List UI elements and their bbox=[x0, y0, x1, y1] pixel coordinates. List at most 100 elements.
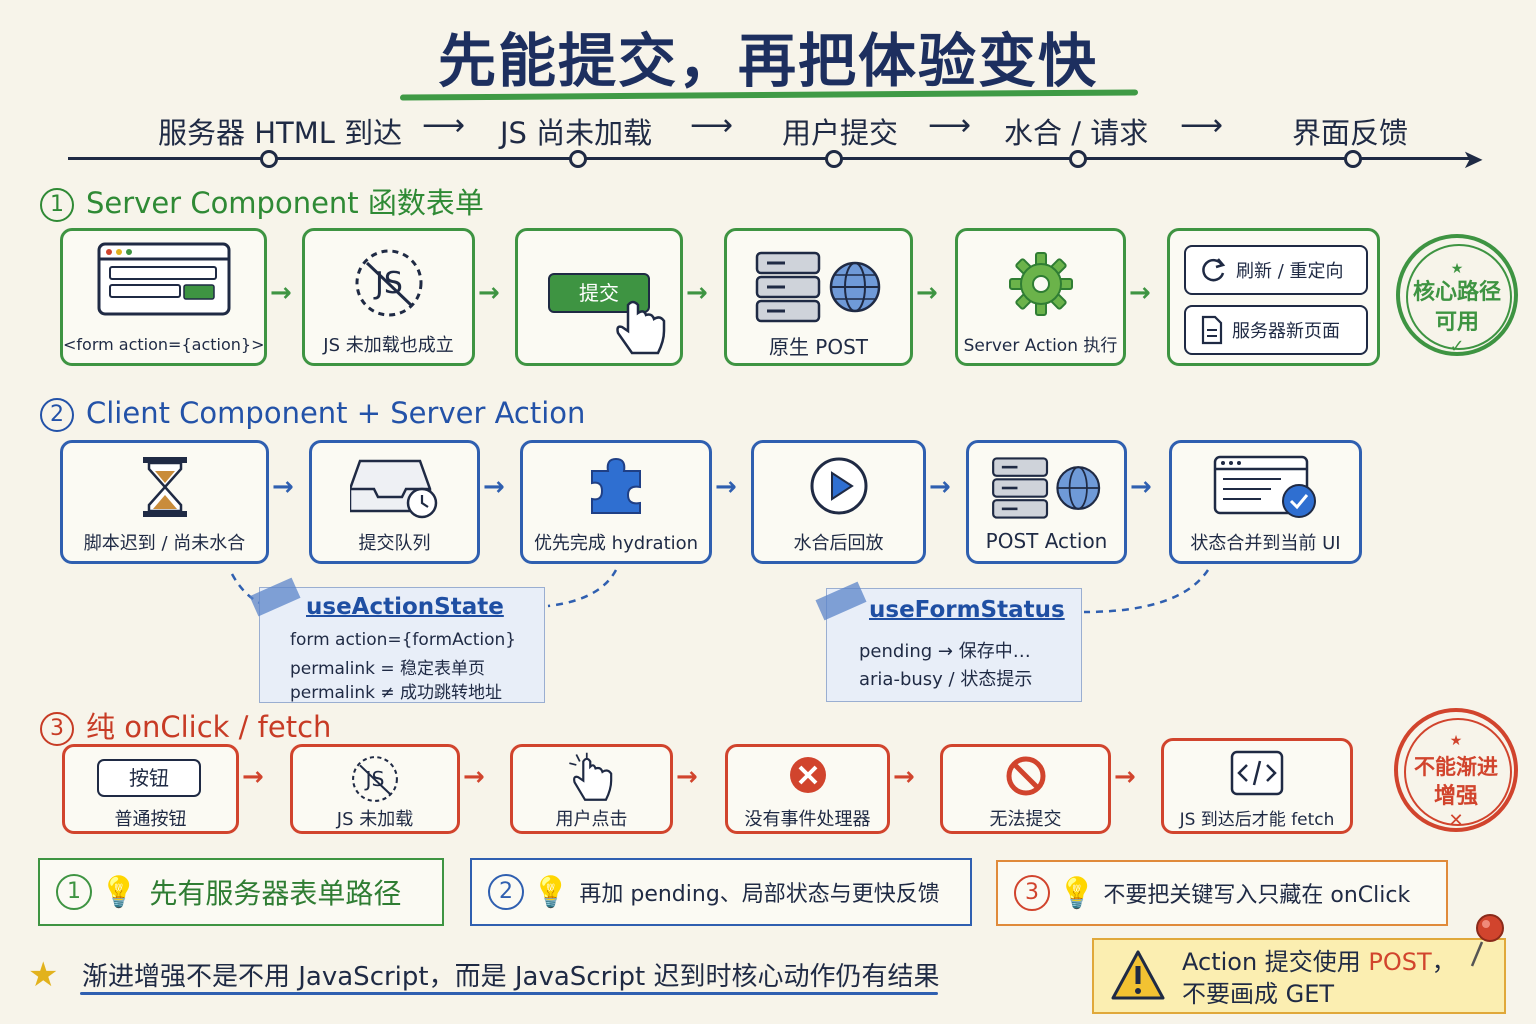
stamp-star-icon: ★ bbox=[1450, 261, 1464, 277]
s3-step-plain-button: 按钮 普通按钮 bbox=[62, 744, 239, 834]
error-x-icon bbox=[728, 755, 887, 799]
s1-step-post: 原生 POST bbox=[724, 228, 913, 366]
click-hand-icon bbox=[513, 751, 670, 809]
tip-1-number: 1 bbox=[56, 874, 92, 910]
s3-step-no-js-label: JS 未加载 bbox=[336, 809, 414, 830]
hourglass-icon bbox=[63, 455, 266, 523]
s2-step-post-action: POST Action bbox=[966, 440, 1127, 564]
lightbulb-icon: 💡 bbox=[100, 874, 138, 910]
server-page-label: 服务器新页面 bbox=[1232, 321, 1340, 342]
s3-step-plain-button-label: 普通按钮 bbox=[114, 809, 187, 830]
gear-icon bbox=[958, 251, 1123, 321]
star-icon: ★ bbox=[28, 955, 59, 995]
stamp-line-1: 不能渐进 bbox=[1414, 755, 1498, 779]
warning-post: POST bbox=[1368, 948, 1432, 976]
pointer-hand-icon bbox=[614, 297, 670, 363]
s2-step-replay: 水合后回放 bbox=[751, 440, 926, 564]
note-line: form action={formAction} bbox=[290, 630, 517, 650]
note-line: pending → 保存中… bbox=[859, 641, 1031, 662]
s3-step-no-handler-label: 没有事件处理器 bbox=[744, 809, 871, 830]
timeline-arrowhead-icon: ➤ bbox=[1462, 145, 1484, 175]
tip-2: 2 💡 再加 pending、局部状态与更快反馈 bbox=[470, 858, 972, 926]
arrow-right-icon: → bbox=[270, 278, 292, 308]
section-2-header: 2 Client Component + Server Action bbox=[40, 396, 585, 432]
section-1-number: 1 bbox=[40, 188, 74, 222]
timeline-arrow-icon: ⟶ bbox=[690, 108, 734, 143]
arrow-right-icon: → bbox=[1129, 278, 1151, 308]
arrow-right-icon: → bbox=[1114, 762, 1136, 792]
stamp-line-1: 核心路径 bbox=[1412, 280, 1501, 305]
s2-step-hydration-label: 优先完成 hydration bbox=[533, 533, 699, 554]
s2-step-late-script-label: 脚本迟到 / 尚未水合 bbox=[83, 533, 246, 554]
section-2-title: Client Component + Server Action bbox=[86, 396, 586, 430]
page-title: 先能提交，再把体验变快 bbox=[437, 27, 1098, 95]
js-crossed-icon: JS bbox=[293, 753, 457, 809]
arrow-right-icon: → bbox=[715, 472, 737, 502]
s1-step-no-js: JS JS 未加载也成立 bbox=[302, 228, 475, 366]
warning-line-1a: Action 提交使用 bbox=[1182, 948, 1369, 976]
s3-step-cannot-submit: 无法提交 bbox=[940, 744, 1111, 834]
s3-step-no-js: JS JS 未加载 bbox=[290, 744, 460, 834]
warning-triangle-icon bbox=[1110, 948, 1166, 1006]
s1-step-form: <form action={action}> bbox=[60, 228, 267, 366]
s1-step-action: Server Action 执行 bbox=[955, 228, 1126, 366]
lightbulb-icon: 💡 bbox=[1058, 875, 1096, 911]
section-1-header: 1 Server Component 函数表单 bbox=[40, 180, 484, 222]
note-use-form-status: useFormStatus pending → 保存中… aria-busy /… bbox=[826, 588, 1082, 702]
s1-step-no-js-label: JS 未加载也成立 bbox=[323, 335, 454, 356]
timeline-step-3: 用户提交 bbox=[782, 116, 899, 150]
timeline-arrow-icon: ⟶ bbox=[422, 108, 466, 143]
lightbulb-icon: 💡 bbox=[532, 874, 570, 910]
s2-step-merge-ui-label: 状态合并到当前 UI bbox=[1190, 533, 1341, 554]
timeline-arrow-icon: ⟶ bbox=[928, 108, 972, 143]
section-3-title: 纯 onClick / fetch bbox=[86, 710, 332, 744]
section-2-number: 2 bbox=[40, 398, 74, 432]
arrow-right-icon: → bbox=[686, 278, 708, 308]
s1-step-submit: 提交 bbox=[515, 228, 683, 366]
inbox-clock-icon bbox=[312, 455, 477, 523]
timeline-dot bbox=[260, 150, 278, 168]
arrow-right-icon: → bbox=[483, 472, 505, 502]
tip-1: 1 💡 先有服务器表单路径 bbox=[38, 858, 444, 926]
arrow-right-icon: → bbox=[929, 472, 951, 502]
server-globe-icon bbox=[727, 249, 910, 329]
timeline-dot bbox=[569, 150, 587, 168]
stamp-line-2: 可用 bbox=[1434, 310, 1479, 335]
s3-step-user-click-label: 用户点击 bbox=[555, 809, 628, 830]
arrow-right-icon: → bbox=[463, 762, 485, 792]
note-use-action-state: useActionState form action={formAction} … bbox=[259, 587, 545, 703]
timeline-arrow-icon: ⟶ bbox=[1180, 108, 1224, 143]
arrow-right-icon: → bbox=[916, 278, 938, 308]
section-1-title: Server Component 函数表单 bbox=[86, 186, 484, 220]
s2-step-late-script: 脚本迟到 / 尚未水合 bbox=[60, 440, 269, 564]
warning-line-1c: ， bbox=[1431, 948, 1456, 976]
note-line: permalink ≠ 成功跳转地址 bbox=[290, 683, 503, 703]
warning-note: Action 提交使用 POST， 不要画成 GET bbox=[1092, 938, 1506, 1014]
timeline-dot bbox=[1069, 150, 1087, 168]
server-page-item: 服务器新页面 bbox=[1184, 305, 1368, 355]
s1-step-form-label: <form action={action}> bbox=[63, 335, 265, 354]
refresh-redirect-item: 刷新 / 重定向 bbox=[1184, 245, 1368, 295]
prohibited-icon bbox=[943, 755, 1108, 801]
arrow-right-icon: → bbox=[676, 762, 698, 792]
tip-2-text: 再加 pending、局部状态与更快反馈 bbox=[579, 882, 940, 907]
timeline-step-5: 界面反馈 bbox=[1292, 116, 1409, 150]
tip-3: 3 💡 不要把关键写入只藏在 onClick bbox=[996, 860, 1448, 926]
note-line: aria-busy / 状态提示 bbox=[859, 669, 1033, 690]
s2-step-queue-label: 提交队列 bbox=[358, 533, 431, 554]
s2-step-merge-ui: 状态合并到当前 UI bbox=[1169, 440, 1362, 564]
plain-button[interactable]: 按钮 bbox=[97, 759, 201, 797]
s2-step-queue: 提交队列 bbox=[309, 440, 480, 564]
puzzle-icon bbox=[523, 453, 709, 521]
play-icon bbox=[754, 455, 923, 521]
stamp-star-icon: ★ bbox=[1449, 733, 1463, 749]
stamp-x-icon: ✕ bbox=[1448, 810, 1464, 831]
s1-step-action-label: Server Action 执行 bbox=[963, 336, 1118, 356]
warning-line-2: 不要画成 GET bbox=[1182, 980, 1335, 1008]
summary-underline bbox=[80, 992, 938, 995]
timeline-step-4: 水合 / 请求 bbox=[1004, 116, 1149, 150]
s3-step-cannot-submit-label: 无法提交 bbox=[989, 809, 1062, 830]
timeline-dot bbox=[1344, 150, 1362, 168]
arrow-right-icon: → bbox=[1130, 472, 1152, 502]
